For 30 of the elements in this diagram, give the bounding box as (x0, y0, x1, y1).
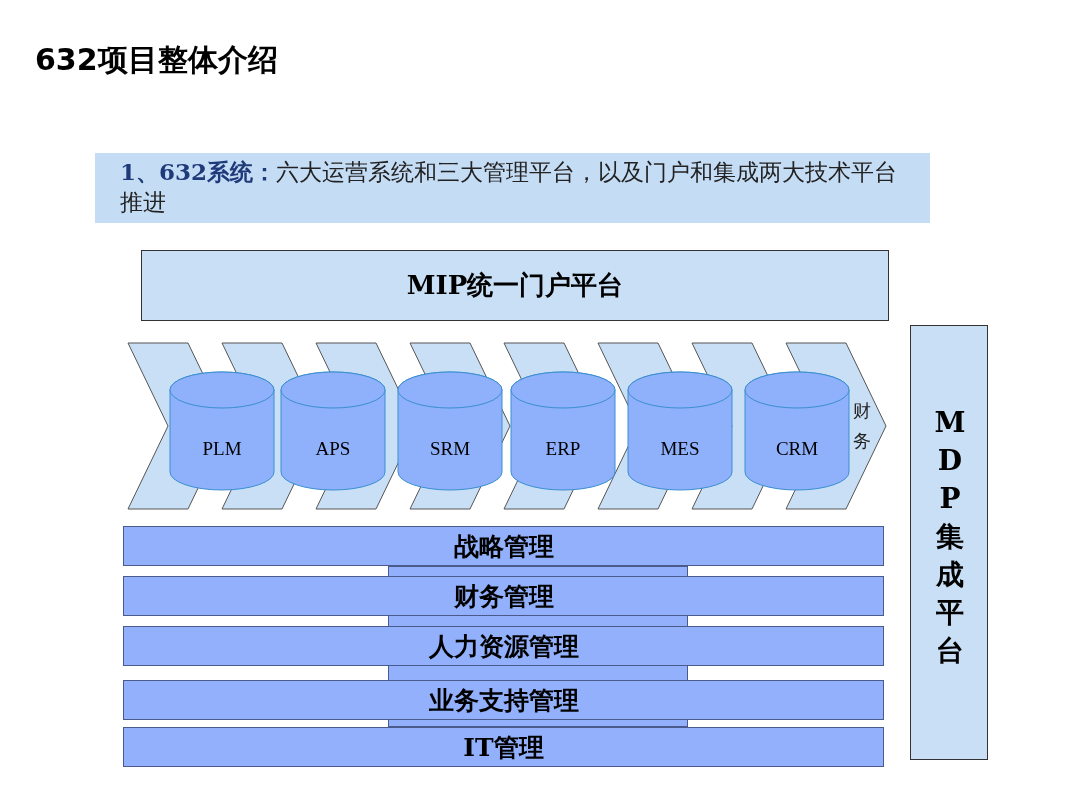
intro-text: 1、632系统：六大运营系统和三大管理平台，以及门户和集成两大技术平台推进 (120, 157, 898, 217)
management-bar (123, 626, 884, 666)
database-cylinder (511, 372, 615, 490)
platform-label: MDP集成平台 (934, 405, 966, 669)
intro-banner (95, 153, 930, 223)
system-label: MES (659, 437, 701, 461)
database-cylinder (745, 372, 849, 490)
management-bar (123, 680, 884, 720)
bar-label: 业务支持管理 (427, 684, 580, 717)
portal-box (141, 250, 889, 321)
portal-label: MIP统一门户平台 (405, 269, 625, 302)
management-bar (123, 727, 884, 767)
database-cylinder (281, 372, 385, 490)
system-label: CRM (774, 437, 820, 461)
platform-box (910, 325, 988, 760)
management-bar (123, 526, 884, 566)
chevron-label: 财务 (853, 399, 871, 453)
bar-label: 人力资源管理 (427, 630, 580, 663)
system-label: PLM (201, 437, 243, 461)
bar-label: 财务管理 (452, 580, 555, 613)
system-label: ERP (544, 437, 582, 461)
database-cylinder (628, 372, 732, 490)
database-cylinder (170, 372, 274, 490)
system-label: SRM (428, 437, 472, 461)
database-cylinder (398, 372, 502, 490)
management-bar (123, 576, 884, 616)
system-label: APS (314, 437, 352, 461)
bar-label: IT管理 (462, 731, 545, 764)
bar-label: 战略管理 (452, 530, 555, 563)
page-title: 632项目整体介绍 (35, 41, 278, 79)
